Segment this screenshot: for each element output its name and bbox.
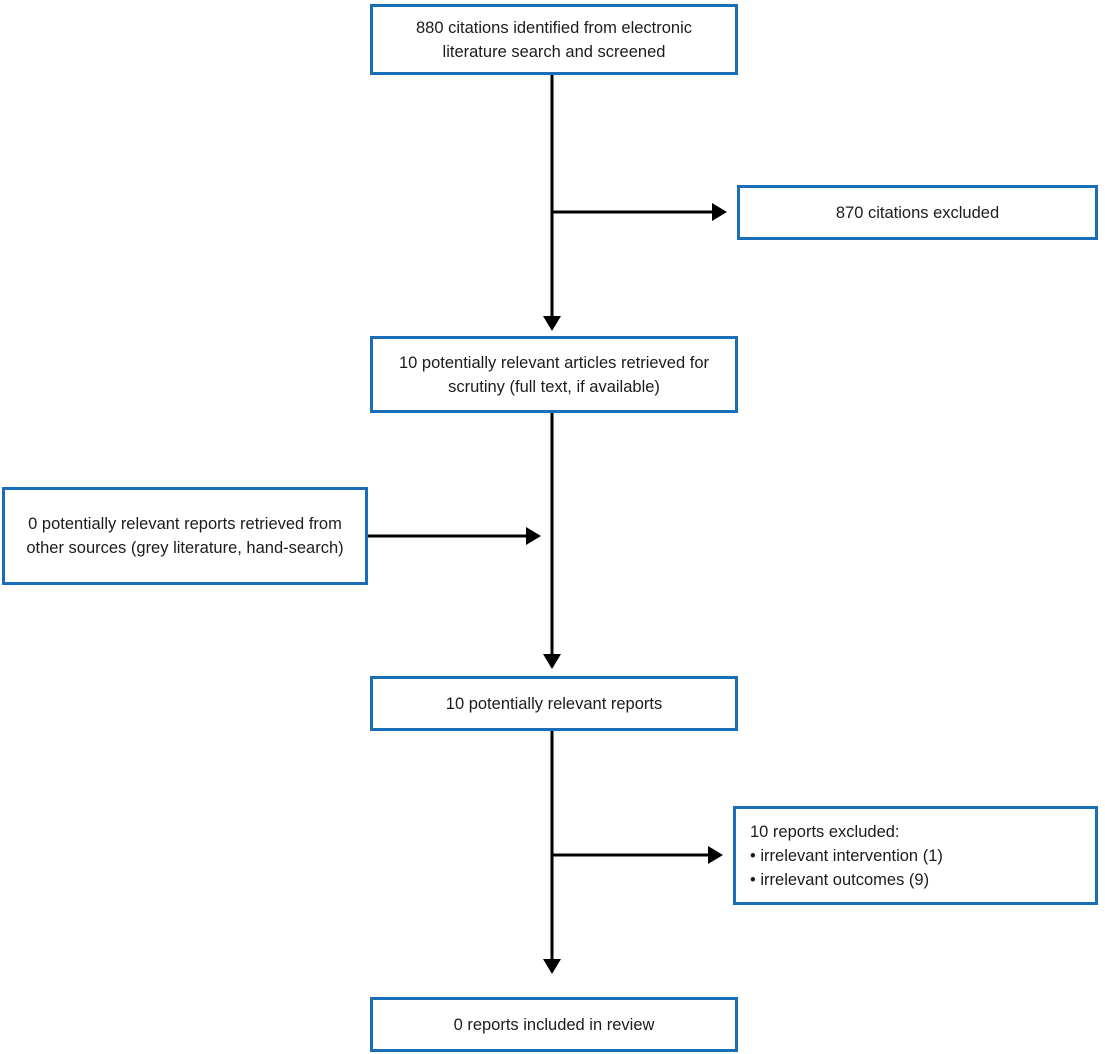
- arrow-identified-to-retrieved: [543, 75, 561, 331]
- node-reports-excluded: 10 reports excluded: • irrelevant interv…: [733, 806, 1098, 905]
- node-articles-retrieved-label: 10 potentially relevant articles retriev…: [399, 353, 709, 396]
- node-other-sources: 0 potentially relevant reports retrieved…: [2, 487, 368, 585]
- node-reports-excluded-label: 10 reports excluded: • irrelevant interv…: [750, 822, 943, 889]
- arrow-retrieved-to-relevant: [543, 413, 561, 669]
- node-citations-identified-label: 880 citations identified from electronic…: [415, 18, 693, 61]
- node-citations-excluded: 870 citations excluded: [737, 185, 1098, 240]
- arrow-to-excluded-reports: [552, 846, 723, 864]
- arrow-to-excluded-citations: [552, 203, 727, 221]
- arrow-other-sources-to-flow: [368, 527, 541, 545]
- node-reports-included: 0 reports included in review: [370, 997, 738, 1052]
- node-relevant-reports: 10 potentially relevant reports: [370, 676, 738, 731]
- node-other-sources-label: 0 potentially relevant reports retrieved…: [26, 515, 344, 557]
- node-articles-retrieved: 10 potentially relevant articles retriev…: [370, 336, 738, 413]
- node-citations-excluded-label: 870 citations excluded: [835, 203, 1000, 222]
- node-reports-included-label: 0 reports included in review: [453, 1015, 655, 1034]
- node-relevant-reports-label: 10 potentially relevant reports: [445, 694, 663, 713]
- node-citations-identified: 880 citations identified from electronic…: [370, 4, 738, 75]
- arrow-relevant-to-included: [543, 731, 561, 974]
